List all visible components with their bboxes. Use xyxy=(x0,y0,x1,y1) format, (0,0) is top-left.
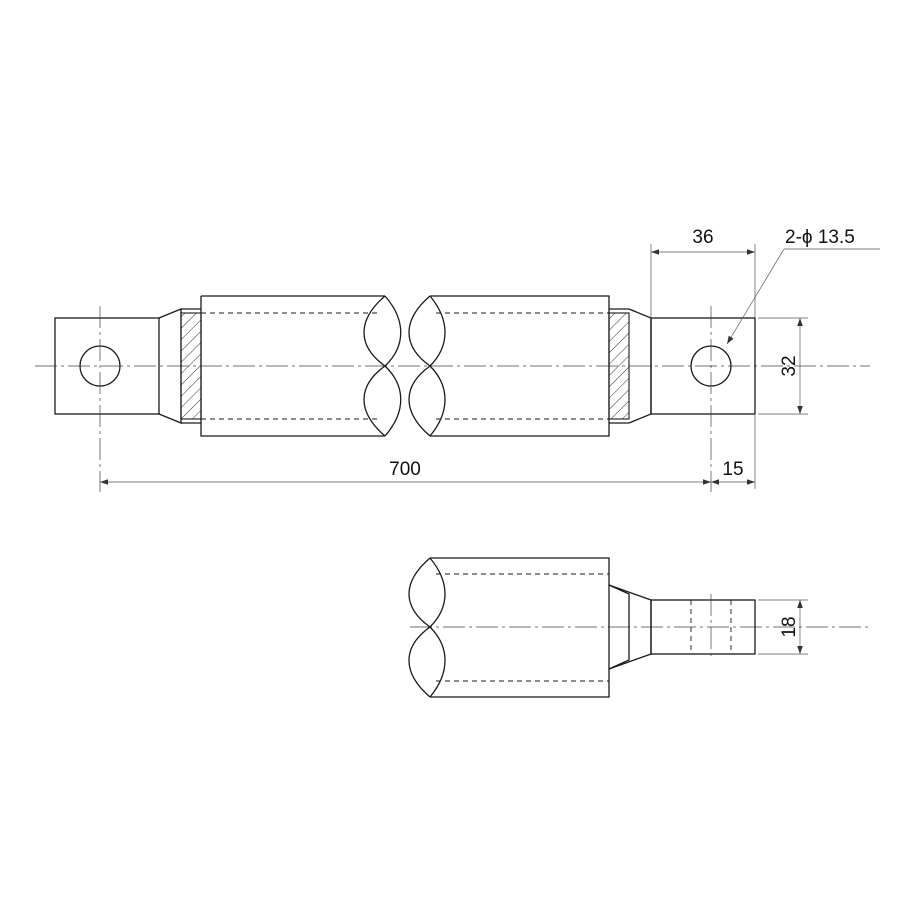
side-taper xyxy=(608,584,630,670)
dimension-hole-callout: 2-ϕ 13.5 xyxy=(726,227,880,345)
left-tab xyxy=(54,317,160,415)
side-view xyxy=(408,557,870,698)
side-break-line xyxy=(408,557,446,698)
dimension-tab-height: 32 xyxy=(758,317,808,415)
overall-length-label: 700 xyxy=(389,459,421,480)
left-weld-hatch xyxy=(180,312,202,420)
top-view xyxy=(35,295,870,492)
left-break-line xyxy=(363,295,402,437)
side-tube xyxy=(430,557,610,698)
tab-length-label: 36 xyxy=(692,227,713,248)
tab-thickness-label: 18 xyxy=(779,616,800,637)
tab-height-label: 32 xyxy=(779,355,800,376)
left-tube xyxy=(200,295,385,437)
hole-callout-label: 2-ϕ 13.5 xyxy=(785,227,855,248)
right-break-line xyxy=(408,295,446,437)
dimension-overall-length: 700 15 xyxy=(100,414,756,489)
end-offset-label: 15 xyxy=(722,459,743,480)
right-tab xyxy=(650,317,756,415)
right-weld-hatch xyxy=(608,312,630,420)
dimension-tab-length: 36 xyxy=(650,227,756,318)
dimension-tab-thickness: 18 xyxy=(758,599,808,655)
side-tab xyxy=(650,599,756,655)
